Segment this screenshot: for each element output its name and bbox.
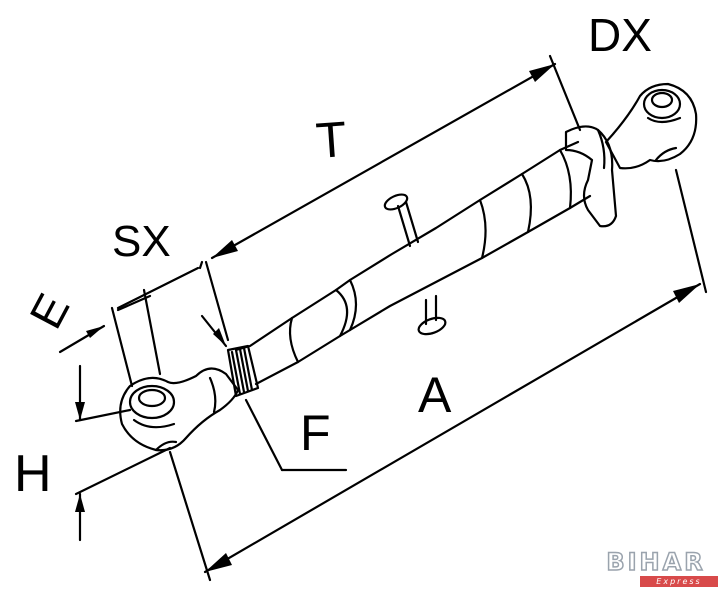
lock-pin-top: [383, 193, 420, 248]
watermark-tagline: Express: [640, 576, 718, 587]
label-h: H: [14, 445, 52, 503]
dimension-a: [168, 168, 708, 582]
dimension-h: [74, 364, 172, 542]
dimension-t: [204, 54, 582, 342]
right-ball-joint: [604, 82, 698, 170]
dimension-f: [200, 314, 348, 472]
watermark-brand: BIHAR: [606, 547, 706, 577]
thread: [226, 344, 260, 398]
right-collar: [564, 125, 618, 228]
watermark-logo: BIHAR Express: [592, 547, 720, 592]
dimension-sx: [116, 260, 204, 376]
lock-pin-bottom: [417, 294, 447, 336]
dimension-e: [58, 294, 152, 388]
label-sx: SX: [112, 217, 171, 266]
label-f: F: [300, 405, 331, 461]
label-a: A: [418, 367, 452, 423]
label-dx: DX: [588, 9, 652, 61]
tube-body: [234, 140, 592, 386]
left-ball-joint: [119, 367, 240, 452]
label-t: T: [314, 111, 349, 169]
